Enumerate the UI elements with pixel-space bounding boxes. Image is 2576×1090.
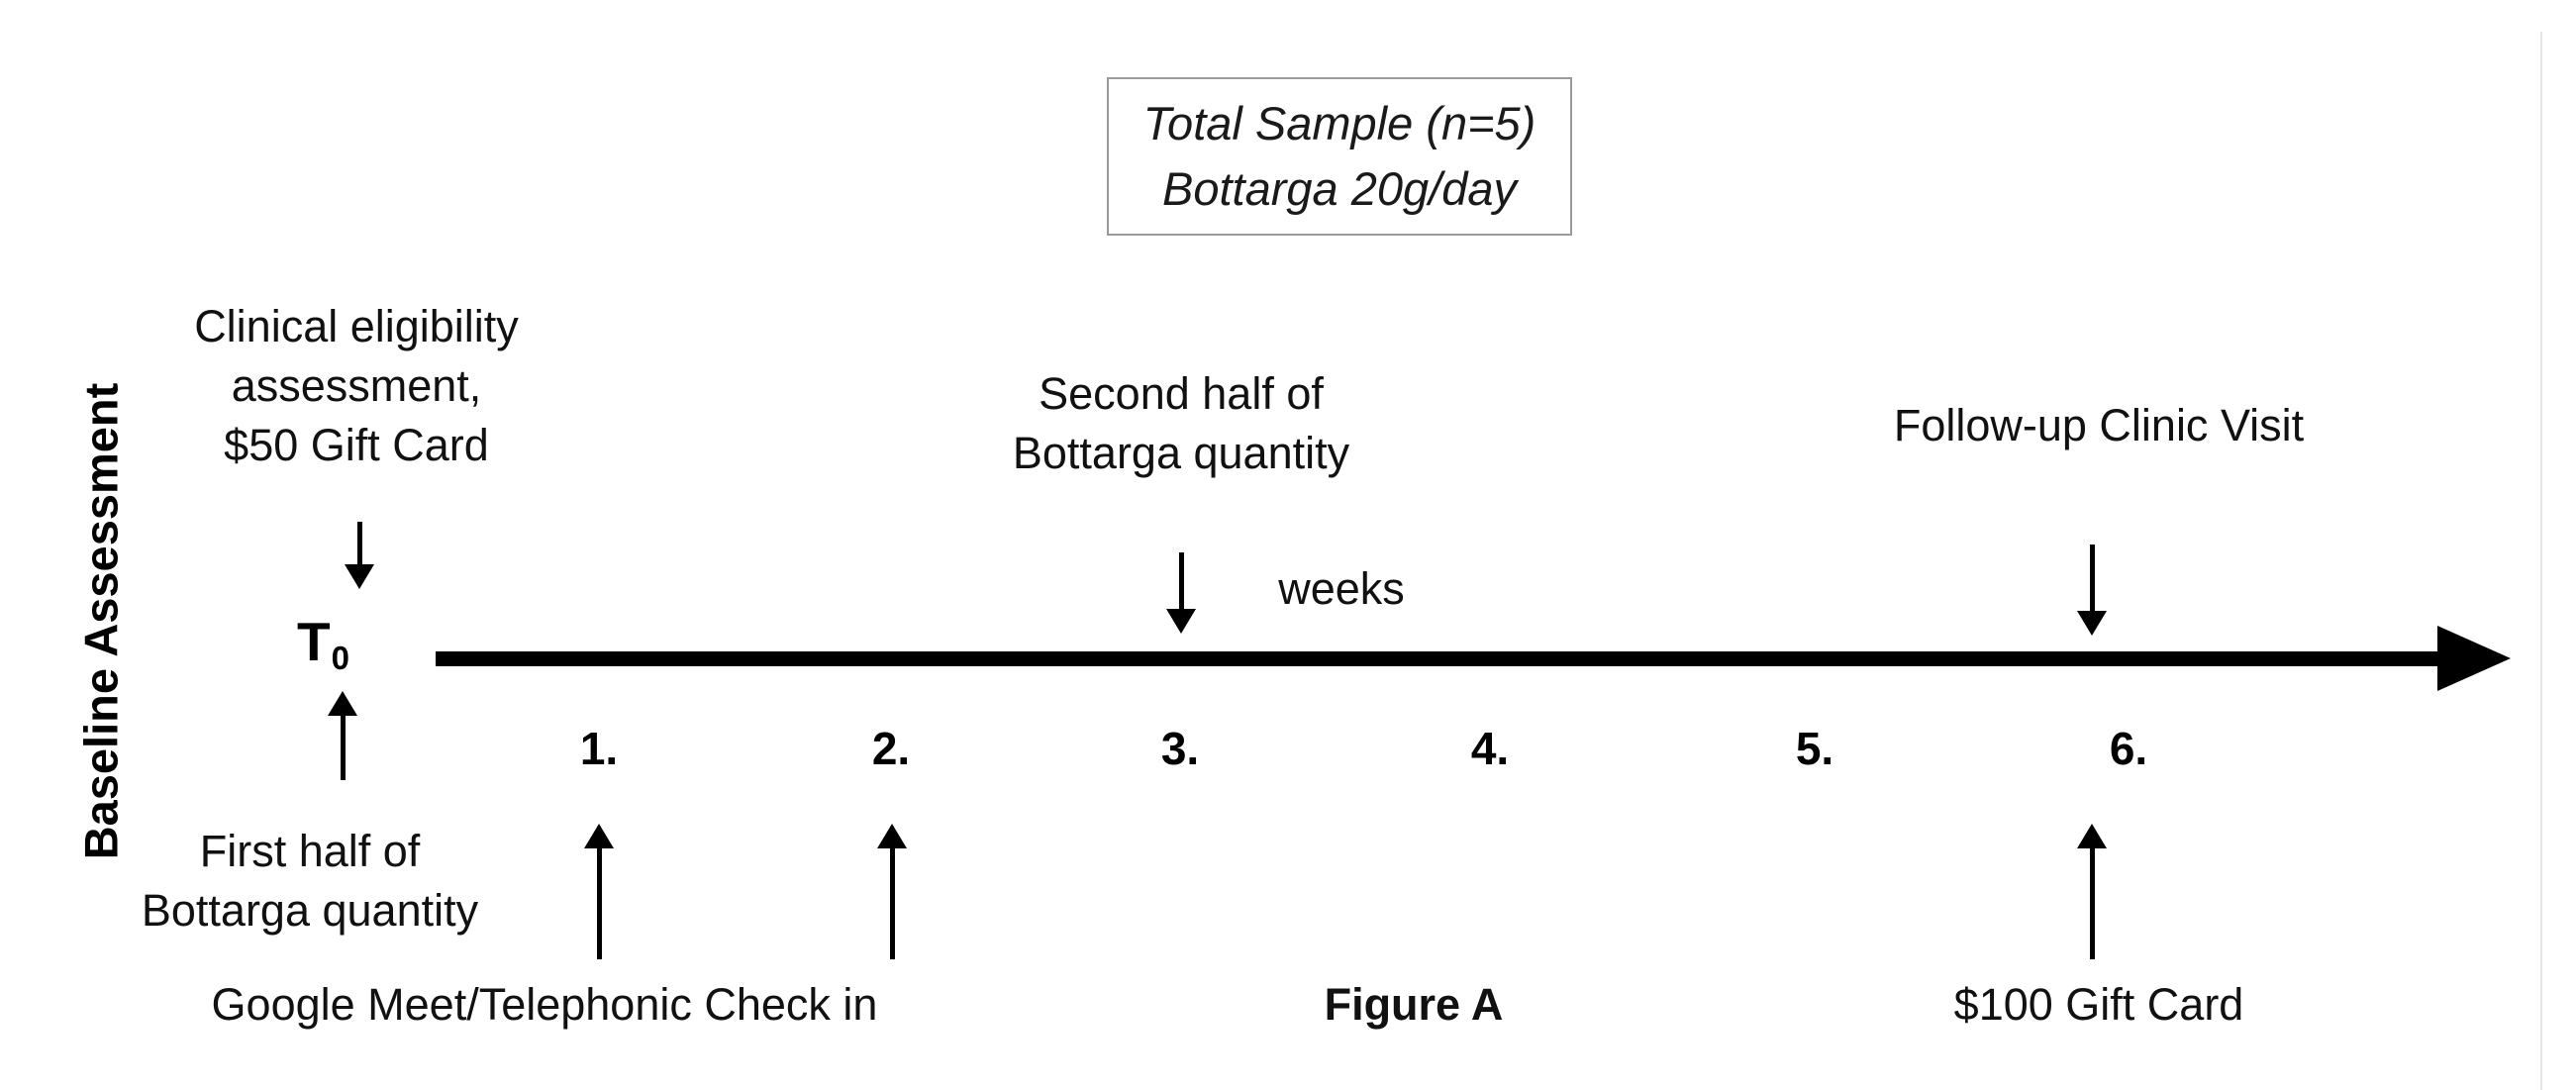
total-sample-line-2: Bottarga 20g/day — [1162, 162, 1517, 215]
midpoint-line-2: Bottarga quantity — [1012, 428, 1350, 478]
check-in-week1-up-arrow-icon — [584, 824, 614, 959]
midpoint-down-arrow-icon — [1166, 552, 1196, 634]
incentive-end-annotation: $100 Gift Card — [1953, 979, 2244, 1030]
followup-line-1: Follow-up Clinic Visit — [1893, 400, 2305, 450]
baseline-bottom-annotation: First half of Bottarga quantity — [97, 822, 523, 941]
baseline-top-line-3: $50 Gift Card — [224, 420, 489, 470]
origin-subscript: 0 — [331, 640, 349, 676]
baseline-top-line-1: Clinical eligibility — [194, 301, 519, 351]
tick-week-2: 2. — [871, 723, 911, 774]
baseline-bottom-line-2: Bottarga quantity — [141, 885, 479, 936]
figure-caption: Figure A — [1324, 979, 1504, 1030]
baseline-bottom-line-1: First half of — [199, 826, 421, 876]
baseline-bottom-up-arrow-icon — [328, 691, 357, 780]
followup-down-arrow-icon — [2077, 545, 2107, 636]
timeline-axis-bar — [436, 651, 2455, 666]
tick-week-3: 3. — [1160, 723, 1200, 774]
followup-annotation: Follow-up Clinic Visit — [1851, 396, 2346, 455]
gift-card-up-arrow-icon — [2077, 824, 2107, 959]
midpoint-annotation: Second half of Bottarga quantity — [943, 364, 1419, 483]
tick-week-4: 4. — [1470, 723, 1510, 774]
timeline-axis-arrowhead-icon — [2437, 626, 2511, 691]
baseline-top-down-arrow-icon — [345, 522, 374, 589]
baseline-top-line-2: assessment, — [231, 360, 482, 411]
origin-letter: T — [297, 611, 331, 672]
check-in-week2-up-arrow-icon — [877, 824, 907, 959]
check-in-annotation: Google Meet/Telephonic Check in — [211, 979, 878, 1030]
midpoint-line-1: Second half of — [1039, 368, 1324, 419]
baseline-top-annotation: Clinical eligibility assessment, $50 Gif… — [119, 297, 594, 475]
total-sample-line-1: Total Sample (n=5) — [1142, 97, 1536, 149]
timeline-origin-label: T0 — [297, 611, 349, 679]
weeks-unit-label: weeks — [1278, 563, 1405, 614]
total-sample-box: Total Sample (n=5) Bottarga 20g/day — [1107, 77, 1572, 236]
tick-week-6: 6. — [2109, 723, 2148, 774]
tick-week-5: 5. — [1795, 723, 1834, 774]
tick-week-1: 1. — [579, 723, 619, 774]
page-edge-rule — [2540, 32, 2542, 1090]
